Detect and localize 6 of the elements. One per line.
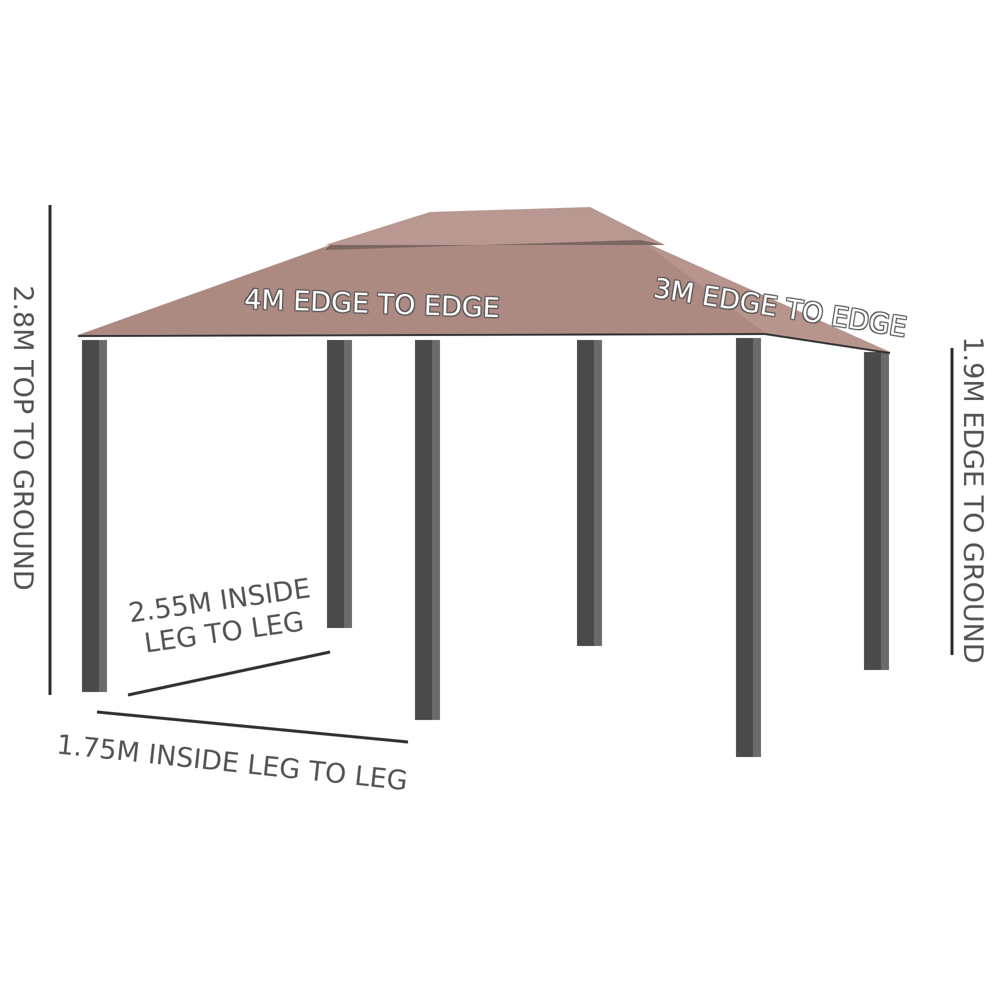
dimension-label: 4M EDGE TO EDGE <box>244 284 500 326</box>
dimension-label: 1.75M INSIDE LEG TO LEG <box>54 729 410 799</box>
dimension-label: 3M EDGE TO EDGE <box>651 273 909 345</box>
dimension-label: 2.55M INSIDE LEG TO LEG <box>126 572 314 662</box>
dimension-label: 2.8M TOP TO GROUND <box>6 285 38 591</box>
dimension-label: 1.9M EDGE TO GROUND <box>956 336 988 664</box>
